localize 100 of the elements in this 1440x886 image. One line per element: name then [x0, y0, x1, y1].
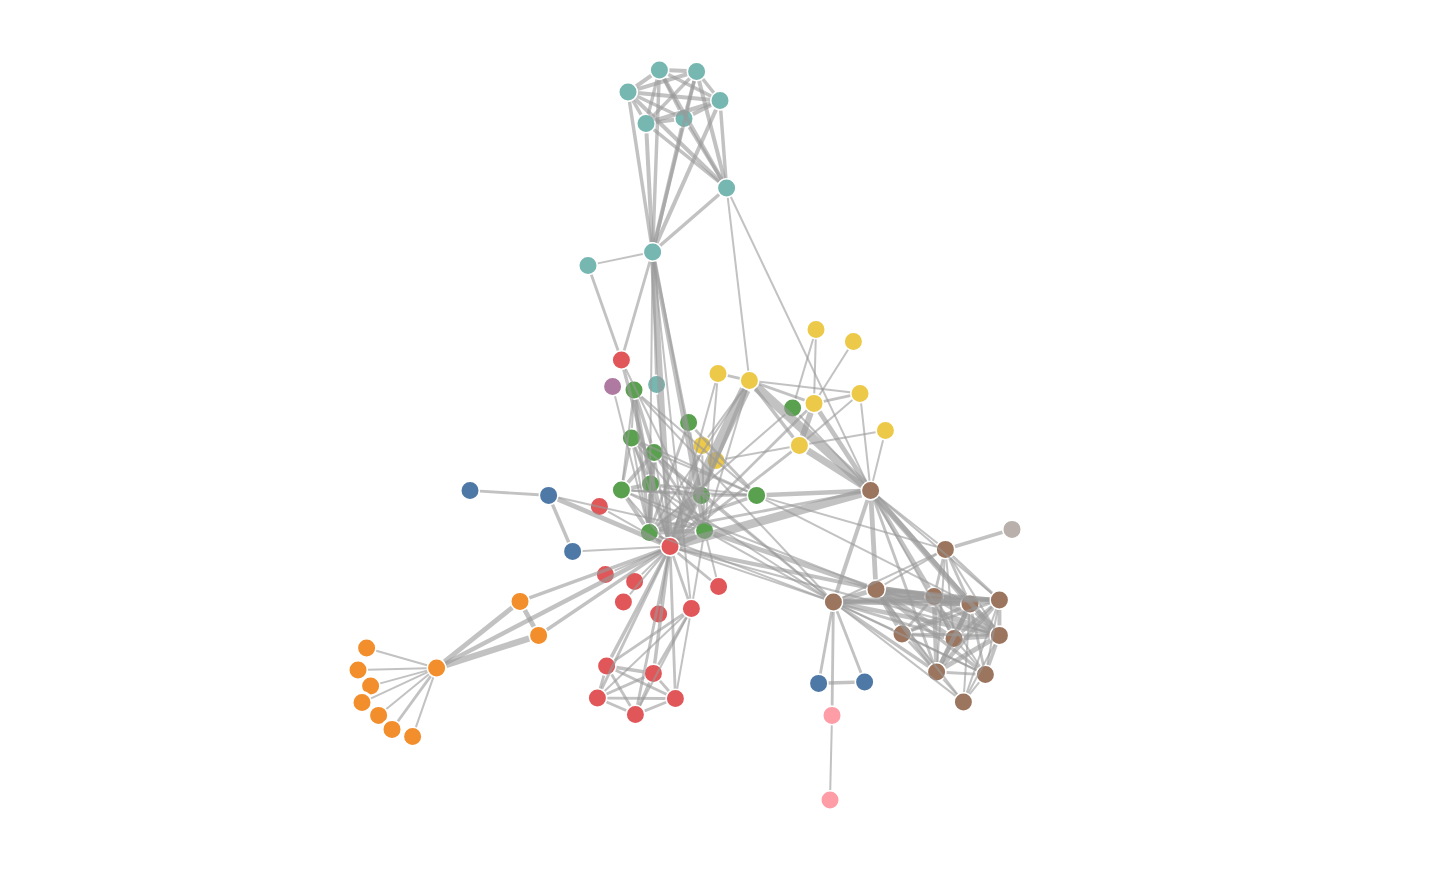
- link-line: [806, 447, 865, 489]
- link-line: [874, 496, 966, 599]
- link-line: [385, 673, 430, 711]
- node-circle: [707, 575, 731, 599]
- link-line: [954, 530, 1003, 549]
- node-circle: [864, 577, 888, 601]
- link-line: [646, 79, 659, 115]
- link-line: [667, 72, 712, 98]
- node-circle: [576, 253, 600, 277]
- node-circle: [873, 419, 897, 443]
- link-line: [942, 678, 958, 696]
- link-line: [626, 458, 649, 484]
- link-line: [939, 646, 952, 665]
- link-line: [522, 609, 536, 628]
- node-circle: [595, 654, 619, 678]
- link-line: [581, 546, 662, 552]
- link-line: [633, 446, 649, 476]
- node-circle: [679, 597, 703, 621]
- node-circle: [561, 539, 585, 563]
- node-circle: [853, 670, 877, 694]
- link-line: [941, 599, 993, 633]
- link-line: [872, 439, 884, 482]
- node-circle: [890, 622, 914, 646]
- node-circle: [641, 661, 665, 685]
- link-line: [967, 643, 996, 695]
- link-line: [704, 382, 719, 522]
- link-line: [660, 458, 695, 490]
- node-circle: [587, 495, 611, 519]
- node-circle: [841, 329, 865, 353]
- link-line: [640, 395, 751, 490]
- link-line: [711, 493, 747, 497]
- node-circle: [346, 658, 370, 682]
- node-circle: [609, 348, 633, 372]
- link-line: [766, 488, 861, 498]
- node-circle: [922, 585, 946, 609]
- link-line: [706, 387, 745, 439]
- node-circle: [639, 472, 663, 496]
- link-line: [659, 528, 695, 535]
- link-line: [657, 535, 826, 600]
- link-line: [692, 103, 712, 116]
- link-line: [655, 117, 675, 125]
- link-line: [935, 558, 945, 588]
- link-line: [662, 77, 724, 181]
- node-circle: [925, 660, 949, 684]
- link-line: [724, 446, 791, 460]
- node-circle: [848, 381, 872, 405]
- link-line: [652, 127, 684, 243]
- link-line: [817, 410, 868, 484]
- link-line: [941, 606, 995, 666]
- node-circle: [672, 107, 696, 131]
- link-line: [689, 431, 701, 487]
- link-line: [671, 555, 690, 600]
- link-line: [939, 611, 968, 664]
- link-line: [829, 724, 833, 791]
- link-line: [639, 396, 828, 596]
- link-line: [600, 555, 667, 690]
- node-circle: [704, 449, 728, 473]
- node-circle: [527, 623, 551, 647]
- link-line: [692, 539, 704, 600]
- node-circle: [787, 433, 811, 457]
- link-line: [678, 548, 825, 600]
- link-line: [621, 398, 634, 482]
- link-line: [603, 614, 686, 693]
- link-line: [912, 632, 990, 637]
- link-line: [637, 90, 711, 102]
- node-circle: [693, 519, 717, 543]
- link-line: [758, 380, 852, 394]
- link-line: [678, 548, 991, 634]
- link-line: [974, 608, 996, 631]
- link-line: [638, 682, 651, 706]
- link-line: [375, 649, 428, 667]
- node-circle: [1000, 517, 1024, 541]
- link-line: [877, 495, 939, 545]
- link-line: [808, 431, 877, 445]
- node-circle: [601, 375, 625, 399]
- node-circle: [737, 369, 761, 393]
- node-circle: [425, 656, 449, 680]
- link-line: [669, 68, 687, 73]
- link-line: [639, 441, 749, 493]
- link-line: [758, 382, 806, 402]
- node-circle: [804, 317, 828, 341]
- link-line: [557, 496, 696, 530]
- link-line: [606, 700, 627, 712]
- link-line: [965, 608, 998, 694]
- link-line: [396, 675, 432, 723]
- node-circle: [634, 111, 658, 135]
- link-line: [729, 196, 868, 483]
- link-line: [590, 274, 620, 352]
- link-line: [626, 496, 665, 540]
- link-line: [627, 101, 653, 243]
- node-circle: [987, 588, 1011, 612]
- node-circle: [807, 671, 831, 695]
- link-line: [754, 387, 795, 439]
- link-line: [997, 610, 1002, 626]
- node-circle: [611, 590, 635, 614]
- link-line: [959, 645, 980, 669]
- node-circle: [663, 687, 687, 711]
- node-circle: [508, 589, 532, 613]
- link-line: [671, 382, 717, 538]
- link-line: [649, 462, 656, 475]
